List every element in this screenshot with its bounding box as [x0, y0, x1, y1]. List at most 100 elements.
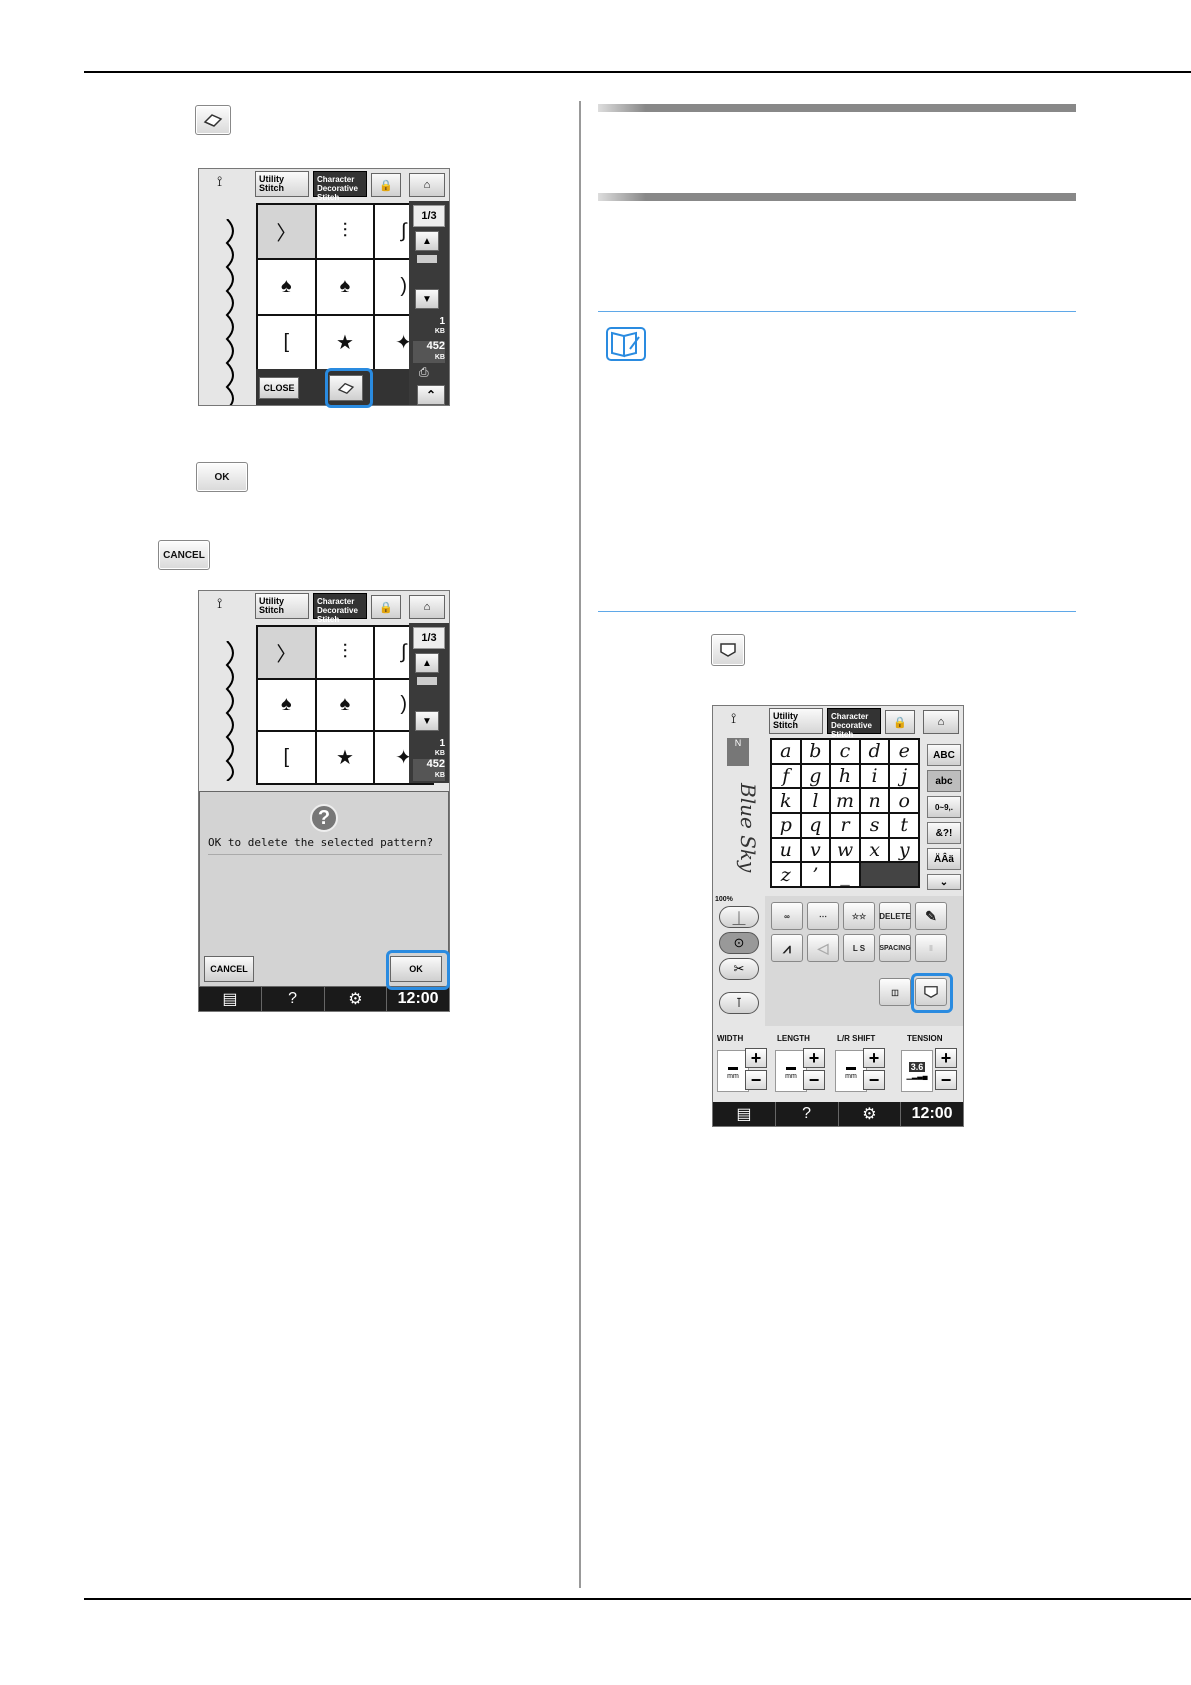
lock-button[interactable]: 🔒: [371, 173, 401, 197]
letter-key[interactable]: k: [772, 789, 800, 812]
letter-key[interactable]: a: [772, 740, 800, 763]
pattern-cell[interactable]: ♠: [258, 679, 315, 731]
letter-key[interactable]: r: [831, 813, 859, 837]
scroll-thumb[interactable]: [417, 255, 437, 263]
close-button[interactable]: CLOSE: [259, 377, 299, 399]
settings-icon[interactable]: ⚙: [839, 1102, 902, 1126]
spacing-button[interactable]: SPACING: [879, 934, 911, 962]
pattern-single-button[interactable]: ☆☆: [843, 902, 875, 930]
letter-key[interactable]: h: [831, 764, 859, 788]
pocket-icon[interactable]: [711, 634, 745, 666]
letter-key[interactable]: i: [860, 764, 889, 788]
manual-icon[interactable]: ▤: [199, 987, 262, 1011]
letter-key[interactable]: b: [801, 740, 830, 763]
tab-character-decorative-stitch[interactable]: Character Decorative Stitch: [313, 171, 367, 202]
letter-key[interactable]: y: [890, 838, 918, 862]
pattern-repeat-button[interactable]: ⋯: [807, 902, 839, 930]
ok-button[interactable]: OK: [390, 956, 442, 982]
presser-foot-button[interactable]: ⊺: [719, 992, 759, 1014]
letter-key[interactable]: t: [890, 813, 918, 837]
charset-numbers[interactable]: 0~9,.: [927, 796, 961, 818]
length-minus-button[interactable]: −: [803, 1070, 825, 1090]
tension-minus-button[interactable]: −: [935, 1070, 957, 1090]
pattern-cell[interactable]: ★: [316, 732, 374, 783]
letter-key[interactable]: m: [831, 789, 859, 812]
home-button[interactable]: ⌂: [409, 173, 445, 197]
pattern-cell[interactable]: 〉: [258, 627, 315, 678]
shift-plus-button[interactable]: +: [863, 1048, 885, 1068]
tab-utility-stitch[interactable]: Utility Stitch: [769, 708, 823, 734]
tab-character-decorative-stitch[interactable]: Character Decorative Stitch: [313, 593, 367, 624]
help-button[interactable]: ?: [776, 1102, 839, 1126]
home-button[interactable]: ⌂: [923, 710, 959, 734]
tension-plus-button[interactable]: +: [935, 1048, 957, 1068]
manual-icon[interactable]: ▤: [713, 1102, 776, 1126]
book-button[interactable]: ◫: [879, 978, 911, 1006]
lock-button[interactable]: 🔒: [371, 595, 401, 619]
delete-pattern-icon[interactable]: [195, 105, 231, 135]
letter-key[interactable]: l: [801, 789, 830, 812]
letter-key[interactable]: d: [860, 740, 889, 763]
home-button[interactable]: ⌂: [409, 595, 445, 619]
letter-key[interactable]: v: [801, 838, 830, 862]
letter-key[interactable]: x: [860, 838, 889, 862]
letter-key[interactable]: c: [831, 740, 859, 763]
edit-pencil-button[interactable]: ✎: [915, 902, 947, 930]
settings-icon[interactable]: ⚙: [325, 987, 388, 1011]
ok-button-inline[interactable]: OK: [196, 462, 248, 492]
width-minus-button[interactable]: −: [745, 1070, 767, 1090]
letter-key[interactable]: o: [890, 789, 918, 812]
twin-needle-button[interactable]: ‖: [915, 934, 947, 962]
pattern-cell[interactable]: ♠: [258, 260, 315, 314]
pattern-cell[interactable]: ♠: [316, 679, 374, 731]
pattern-cell[interactable]: 〉: [258, 205, 315, 259]
mirror-button[interactable]: ⩘: [771, 934, 803, 962]
letter-key[interactable]: ’: [801, 863, 830, 886]
pattern-cell[interactable]: ★: [316, 315, 374, 369]
help-button[interactable]: ?: [262, 987, 325, 1011]
width-plus-button[interactable]: +: [745, 1048, 767, 1068]
charset-accents[interactable]: ÄÂä: [927, 848, 961, 870]
thread-cutter-button[interactable]: ✂: [719, 958, 759, 980]
pattern-loop-button[interactable]: ∞: [771, 902, 803, 930]
letter-key[interactable]: j: [890, 764, 918, 788]
reverse-stitch-button[interactable]: ⏊: [719, 906, 759, 928]
letter-key[interactable]: n: [860, 789, 889, 812]
needle-position-button[interactable]: ⊙: [719, 932, 759, 954]
scroll-up-button[interactable]: ▲: [415, 653, 439, 673]
scroll-down-button[interactable]: ▼: [415, 711, 439, 731]
charset-uppercase[interactable]: ABC: [927, 744, 961, 766]
tab-utility-stitch[interactable]: Utility Stitch: [255, 171, 309, 197]
pattern-cell[interactable]: [: [258, 732, 315, 783]
letter-key[interactable]: q: [801, 813, 830, 837]
scroll-down-button[interactable]: ▼: [415, 289, 439, 309]
letter-key[interactable]: s: [860, 813, 889, 837]
expand-button[interactable]: ⌄: [927, 874, 961, 890]
shift-minus-button[interactable]: −: [863, 1070, 885, 1090]
charset-lowercase[interactable]: abc: [927, 770, 961, 792]
letter-key[interactable]: g: [801, 764, 830, 788]
tab-utility-stitch[interactable]: Utility Stitch: [255, 593, 309, 619]
cancel-button[interactable]: CANCEL: [204, 956, 254, 982]
letter-key[interactable]: _: [831, 863, 859, 886]
letter-key[interactable]: u: [772, 838, 800, 862]
collapse-button[interactable]: ⌃: [417, 385, 445, 405]
letter-key[interactable]: e: [890, 740, 918, 763]
pattern-cell[interactable]: ⫶: [316, 205, 374, 259]
scroll-thumb[interactable]: [417, 677, 437, 685]
charset-symbols[interactable]: &?!: [927, 822, 961, 844]
lock-button[interactable]: 🔒: [885, 710, 915, 734]
flip-button[interactable]: ◁: [807, 934, 839, 962]
letter-key[interactable]: w: [831, 838, 859, 862]
pocket-button[interactable]: [915, 978, 947, 1006]
delete-button[interactable]: DELETE: [879, 902, 911, 930]
letter-key[interactable]: p: [772, 813, 800, 837]
cancel-button-inline[interactable]: CANCEL: [158, 540, 210, 570]
letter-key[interactable]: f: [772, 764, 800, 788]
tab-character-decorative-stitch[interactable]: Character Decorative Stitch: [827, 708, 881, 739]
pattern-cell[interactable]: ⫶: [316, 627, 374, 678]
length-plus-button[interactable]: +: [803, 1048, 825, 1068]
size-button[interactable]: L S: [843, 934, 875, 962]
delete-pattern-button[interactable]: [329, 375, 363, 401]
letter-key[interactable]: z: [772, 863, 800, 886]
